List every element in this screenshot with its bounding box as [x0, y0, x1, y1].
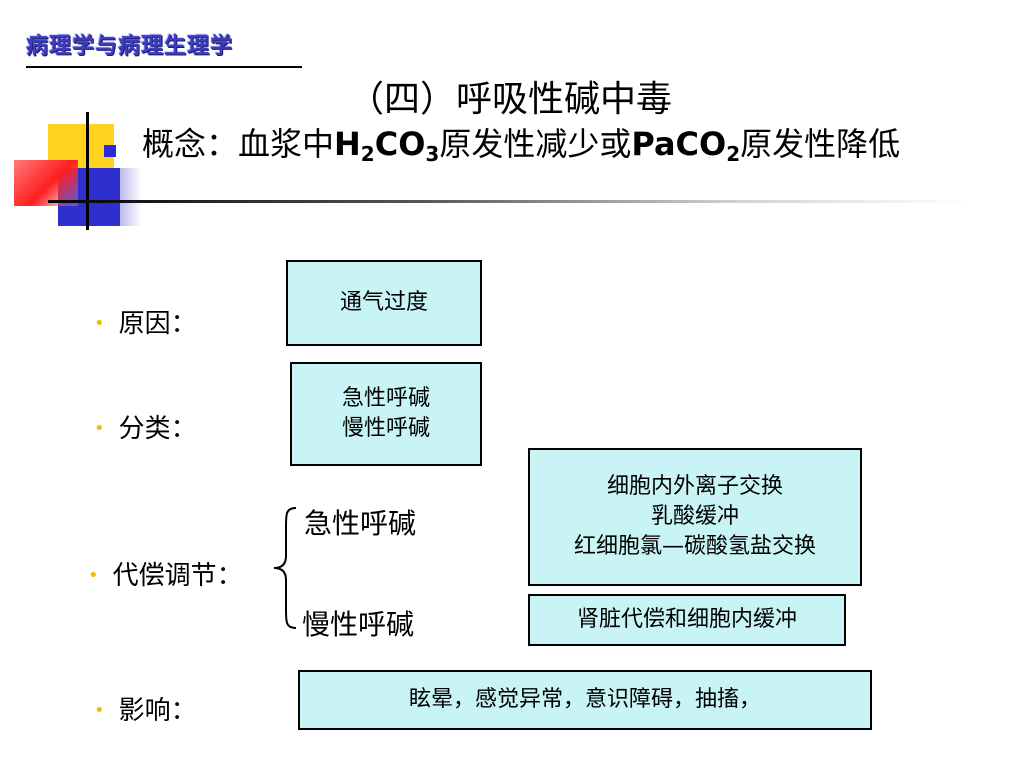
- square-bullet-icon: [104, 145, 116, 157]
- bullet-dot-icon: •: [94, 700, 105, 721]
- branch-chronic-label: 慢性呼碱: [302, 608, 415, 641]
- formula-paco: PaCO: [631, 125, 727, 163]
- effect-label: 影响：: [118, 696, 197, 726]
- course-logo: 病理学与病理生理学: [26, 33, 234, 59]
- decor-red-square: [14, 160, 78, 206]
- formula-paco2: PaCO2: [631, 125, 741, 166]
- acute-item-lactate: 乳酸缓冲: [650, 504, 739, 529]
- row-effect: • 影响：: [94, 690, 197, 727]
- row-cause: • 原因：: [94, 303, 197, 340]
- acute-compensation-box: 细胞内外离子交换 乳酸缓冲 红细胞氯—碳酸氢盐交换: [528, 448, 862, 586]
- decor-vertical-line: [86, 112, 89, 230]
- row-classify: • 分类：: [94, 408, 197, 445]
- formula-sub-p: 2: [726, 142, 741, 166]
- effect-box-text: 眩晕，感觉异常，意识障碍，抽搐，: [408, 687, 761, 712]
- concept-text-3: 原发性降低: [740, 125, 901, 163]
- classify-box: 急性呼碱 慢性呼碱: [290, 362, 482, 466]
- bullet-dot-icon: •: [88, 565, 99, 586]
- logo-underline: [26, 66, 302, 68]
- acute-item-ion-exchange: 细胞内外离子交换: [606, 474, 783, 499]
- chronic-box-text: 肾脏代偿和细胞内缓冲: [576, 607, 797, 632]
- branch-acute-label: 急性呼碱: [304, 507, 417, 540]
- formula-h2co3: H2CO3: [334, 125, 440, 166]
- cause-box: 通气过度: [286, 260, 482, 346]
- classify-item-acute: 急性呼碱: [341, 386, 430, 411]
- bullet-dot-icon: •: [94, 313, 105, 334]
- concept-text-1: 概念：血浆中: [142, 125, 335, 163]
- cause-label: 原因：: [118, 309, 197, 339]
- decor-blue-fade: [82, 168, 142, 226]
- decor-horizontal-line: [48, 200, 968, 203]
- slide-title: （四）呼吸性碱中毒: [348, 79, 673, 120]
- cause-box-text: 通气过度: [339, 290, 428, 315]
- formula-sub-2: 2: [360, 142, 375, 166]
- formula-h: H: [334, 125, 361, 163]
- concept-definition: 概念：血浆中H2CO3原发性减少或PaCO2原发性降低: [142, 125, 1002, 166]
- concept-text-2: 原发性减少或: [439, 125, 632, 163]
- bullet-dot-icon: •: [94, 418, 105, 439]
- formula-co: CO: [374, 125, 426, 163]
- effect-box: 眩晕，感觉异常，意识障碍，抽搐，: [298, 670, 872, 730]
- classify-label: 分类：: [118, 414, 197, 444]
- compensate-label: 代偿调节：: [112, 561, 243, 591]
- row-compensate: • 代偿调节：: [88, 555, 243, 592]
- acute-item-chloride-shift: 红细胞氯—碳酸氢盐交换: [573, 534, 816, 559]
- curly-brace-icon: [273, 507, 297, 629]
- formula-sub-3: 3: [425, 142, 440, 166]
- chronic-compensation-box: 肾脏代偿和细胞内缓冲: [528, 594, 846, 646]
- classify-item-chronic: 慢性呼碱: [341, 416, 430, 441]
